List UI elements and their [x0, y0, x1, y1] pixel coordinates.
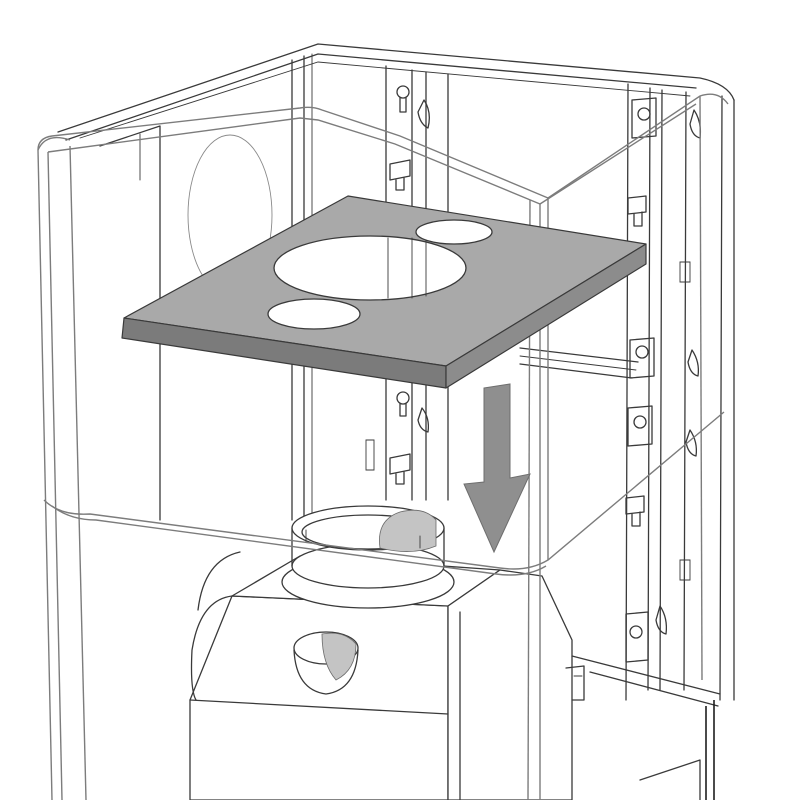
plate-side-edge	[445, 243, 647, 389]
plate-rear-hole	[415, 219, 493, 245]
stove-body	[189, 505, 721, 800]
plate-large-hole	[273, 235, 467, 301]
right-mounting-rail	[625, 83, 702, 701]
plate-small-hole	[267, 298, 361, 330]
heat-shield-plate	[121, 195, 647, 389]
down-arrow-icon	[463, 383, 531, 554]
